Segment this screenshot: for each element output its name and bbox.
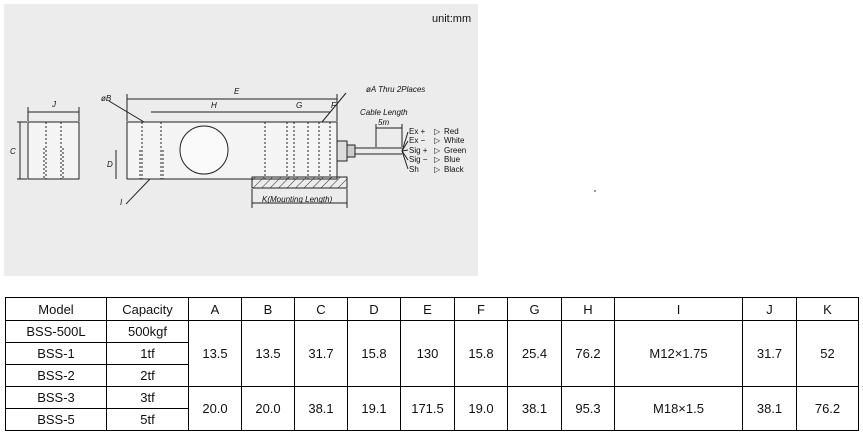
column-header: F <box>454 297 508 321</box>
dim-e-cell: 130 <box>400 320 455 387</box>
cable-length-value: 5m <box>378 118 389 127</box>
wire-color: Red <box>444 127 459 136</box>
wire-color: Blue <box>444 155 461 164</box>
wire-arrow-icon: ▷ <box>434 127 441 136</box>
dim-h-cell: 76.2 <box>561 320 615 387</box>
dim-d: D <box>107 160 113 169</box>
model-cell: BSS-2 <box>5 364 107 387</box>
cable-length-label: Cable Length <box>360 108 408 117</box>
model-cell: BSS-3 <box>5 386 107 409</box>
spec-table: Model Capacity A B C D E F G H I J K BSS… <box>5 297 859 431</box>
dim-f-cell: 15.8 <box>454 320 508 387</box>
unit-label: unit:mm <box>432 13 472 25</box>
wire-color: Black <box>444 165 465 174</box>
capacity-cell: 1tf <box>106 342 189 365</box>
dim-e-cell: 171.5 <box>400 386 455 431</box>
column-header: K <box>796 297 859 321</box>
table-header-row: Model Capacity A B C D E F G H I J K <box>5 297 859 321</box>
dim-i-cell: M12×1.75 <box>614 320 743 387</box>
dim-b: øB <box>101 94 112 103</box>
column-header: G <box>507 297 562 321</box>
wire-legend: Ex + ▷ Red Ex − ▷ White Sig + ▷ Green Si… <box>409 127 466 174</box>
dim-k-cell: 76.2 <box>796 386 859 431</box>
wire-signal: Ex − <box>409 136 426 145</box>
wire-color: White <box>444 136 465 145</box>
dim-k-cell: 52 <box>796 320 859 387</box>
dim-d-cell: 15.8 <box>347 320 401 387</box>
table-row: BSS-1 1tf <box>5 342 859 365</box>
wire-arrow-icon: ▷ <box>434 146 441 155</box>
column-header: I <box>614 297 743 321</box>
column-header: D <box>347 297 401 321</box>
model-cell: BSS-500L <box>5 320 107 343</box>
table-row: BSS-500L 500kgf 13.5 13.5 31.7 15.8 130 … <box>5 320 859 387</box>
wire-color: Green <box>444 146 466 155</box>
dim-c: C <box>10 147 16 156</box>
side-view <box>108 92 409 208</box>
dim-j-cell: 38.1 <box>742 386 797 431</box>
capacity-cell: 5tf <box>106 408 189 431</box>
dim-f: F <box>331 101 337 110</box>
end-view <box>17 107 80 180</box>
dim-g: G <box>296 101 302 110</box>
dim-h: H <box>211 101 217 110</box>
dim-a: øA Thru 2Places <box>366 85 425 94</box>
dim-j: J <box>51 100 57 109</box>
column-header: J <box>742 297 797 321</box>
capacity-cell: 2tf <box>106 364 189 387</box>
dim-c-cell: 38.1 <box>294 386 348 431</box>
wire-signal: Sh <box>409 165 419 174</box>
dim-j-cell: 31.7 <box>742 320 797 387</box>
dim-c-cell: 31.7 <box>294 320 348 387</box>
dim-f-cell: 19.0 <box>454 386 508 431</box>
model-cell: BSS-1 <box>5 342 107 365</box>
stray-dot <box>594 190 596 192</box>
wire-signal: Sig + <box>409 146 428 155</box>
model-cell: BSS-5 <box>5 408 107 431</box>
table-row: BSS-3 3tf 20.0 20.0 38.1 19.1 171.5 19.0… <box>5 386 859 431</box>
dim-b-cell: 13.5 <box>241 320 295 387</box>
dim-e: E <box>234 87 240 96</box>
load-cell-drawing: E H G F J C D øB I øA Thru 2Places Cable… <box>10 85 466 208</box>
column-header: Capacity <box>106 297 189 321</box>
dim-d-cell: 19.1 <box>347 386 401 431</box>
wire-signal: Sig − <box>409 155 428 164</box>
dim-g-cell: 38.1 <box>507 386 562 431</box>
wire-arrow-icon: ▷ <box>434 155 441 164</box>
dim-b-cell: 20.0 <box>241 386 295 431</box>
column-header: C <box>294 297 348 321</box>
dim-h-cell: 95.3 <box>561 386 615 431</box>
column-header: A <box>188 297 242 321</box>
dim-a-cell: 20.0 <box>188 386 242 431</box>
column-header: E <box>400 297 455 321</box>
wire-arrow-icon: ▷ <box>434 136 441 145</box>
dimension-drawing: unit:mm <box>4 4 478 276</box>
dim-i-cell: M18×1.5 <box>614 386 743 431</box>
dim-g-cell: 25.4 <box>507 320 562 387</box>
table-row: BSS-5 5tf <box>5 408 859 431</box>
column-header: H <box>561 297 615 321</box>
column-header: B <box>241 297 295 321</box>
dim-i: I <box>120 198 123 207</box>
dim-k: K(Mounting Length) <box>262 195 333 204</box>
dim-a-cell: 13.5 <box>188 320 242 387</box>
wire-arrow-icon: ▷ <box>434 165 441 174</box>
column-header: Model <box>5 297 107 321</box>
capacity-cell: 3tf <box>106 386 189 409</box>
capacity-cell: 500kgf <box>106 320 189 343</box>
wire-signal: Ex + <box>409 127 426 136</box>
